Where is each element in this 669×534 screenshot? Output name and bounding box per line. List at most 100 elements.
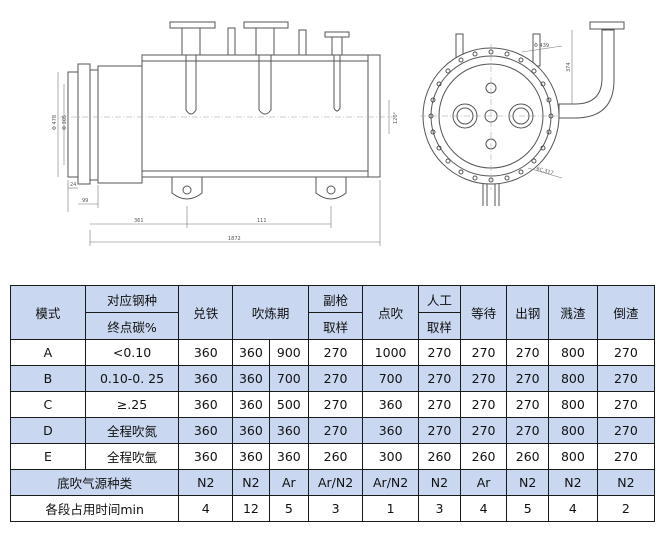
flange-inner [89,69,99,181]
table-row: A <0.10 360 360 900 270 1000 270 270 270… [10,339,656,366]
technical-drawing: 1872 361 111 24 99 Φ 478 Φ 305 120° [52,21,625,246]
header-sublance-1: 副枪 [308,285,364,313]
cell: 270 [308,339,364,366]
header-point-blow: 点吹 [362,285,420,340]
cell: 4 [459,495,508,522]
top-flange-1 [169,21,216,29]
flange-hub [97,65,143,184]
cell: 270 [418,365,461,392]
top-pipe-1 [181,27,201,56]
dim-angle: 6C.317 [535,166,554,176]
dim-dia-right: Φ 439 [534,43,549,49]
cell: N2 [232,469,270,496]
cell-mode: A [10,339,86,366]
top-pipe-3 [331,36,343,56]
stage-time-label: 各段占用时间min [9,495,180,522]
header-manual-1: 人工 [418,285,461,313]
cell: 360 [232,365,270,392]
cell: 270 [308,391,364,418]
cell: 4 [178,495,234,522]
cell: N2 [178,469,234,496]
dim-total-length: 1872 [228,236,241,242]
cell: 800 [547,443,598,470]
cell-mode: E [10,443,86,470]
cell: 5 [506,495,549,522]
cell: 270 [506,339,549,366]
cell-steel: 全程吹氩 [84,443,180,470]
side-view: 1872 361 111 24 99 Φ 478 Φ 305 120° [52,21,399,246]
cell: 360 [268,443,310,470]
cell: 270 [418,417,461,444]
cell: Ar [459,469,508,496]
cell: 900 [268,339,310,366]
cell: 700 [268,365,310,392]
dim-side-r: 120° [393,111,399,124]
bent-pipe [558,29,615,119]
cell: 260 [506,443,549,470]
table-row: B 0.10-0. 25 360 360 700 270 700 270 270… [10,365,656,392]
cell: 260 [308,443,364,470]
header-manual-2: 取样 [418,312,461,340]
end-cap [367,54,381,178]
cell: 3 [418,495,461,522]
cell: 270 [459,339,508,366]
gas-source-row: 底吹气源种类 N2 N2 Ar Ar/N2 Ar/N2 N2 Ar N2 N2 … [9,469,656,496]
cell: 270 [308,365,364,392]
header-sublance-2: 取样 [308,312,364,340]
blowing-mode-table: 模式 对应钢种 兑铁 吹炼期 副枪 点吹 人工 等待 出钢 溅渣 倒渣 终点碳%… [9,285,656,522]
gas-source-label: 底吹气源种类 [9,469,180,496]
stage-time-row: 各段占用时间min 4 12 5 3 1 3 4 5 4 2 [9,495,656,522]
immersion-tube-1 [185,55,197,115]
cell: 270 [506,365,549,392]
immersion-tube-2 [258,55,272,115]
cell: 300 [362,443,420,470]
cell: 1000 [362,339,420,366]
cell: 270 [596,417,656,444]
header-wait: 等待 [459,285,508,340]
cell: 2 [596,495,656,522]
header-row-1: 模式 对应钢种 兑铁 吹炼期 副枪 点吹 人工 等待 出钢 溅渣 倒渣 [10,285,656,340]
cell: 270 [596,391,656,418]
table-row: D 全程吹氮 360 360 360 270 360 270 270 270 8… [10,417,656,444]
header-steel-2: 终点碳% [84,312,180,340]
cell: N2 [596,469,656,496]
header-hot-metal: 兑铁 [178,285,234,340]
cell: N2 [506,469,549,496]
cell: 360 [362,391,420,418]
cell: Ar/N2 [362,469,420,496]
cell: 800 [547,417,598,444]
dim-height-r: 374 [566,62,572,72]
cell: 360 [232,391,270,418]
cell: 700 [362,365,420,392]
cell: 360 [232,417,270,444]
cell: 270 [596,339,656,366]
cell: 270 [596,365,656,392]
small-pipe-2 [298,29,307,56]
cell: 1 [362,495,420,522]
cell: 270 [506,391,549,418]
header-splash: 溅渣 [547,285,598,340]
cell: 360 [178,365,234,392]
cell: N2 [418,469,461,496]
dim-flange-2: 99 [82,198,88,204]
cell: 270 [506,417,549,444]
cell: 360 [178,339,234,366]
cell: 5 [268,495,310,522]
cell: 3 [308,495,364,522]
cell: 260 [418,443,461,470]
flange-plate [77,63,91,185]
cell: 270 [418,391,461,418]
cell: Ar/N2 [308,469,364,496]
cell: 270 [308,417,364,444]
header-row-2: 终点碳% 取样 取样 [11,312,655,340]
header-steel-1: 对应钢种 [84,285,180,313]
cell-mode: B [10,365,86,392]
cell: Ar [268,469,310,496]
end-view: 374 Φ 439 6C.317 [420,21,625,206]
cell-mode: D [10,417,86,444]
cell-steel: ≥.25 [84,391,180,418]
table-row: E 全程吹氩 360 360 360 260 300 260 260 260 8… [10,443,656,470]
cell: 500 [268,391,310,418]
cell: N2 [547,469,598,496]
cell: 800 [547,391,598,418]
